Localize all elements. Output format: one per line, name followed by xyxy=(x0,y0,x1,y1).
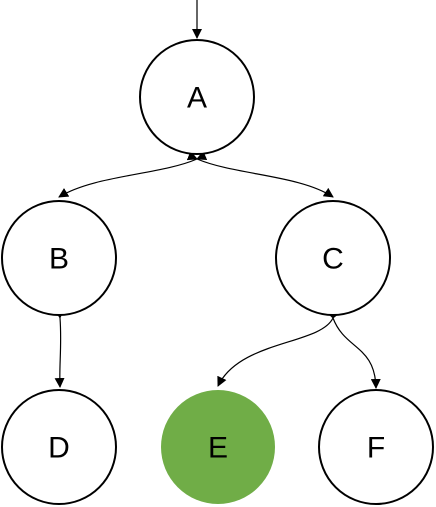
node-b-label: B xyxy=(49,243,69,276)
edge-c-e xyxy=(217,307,342,387)
node-b: B xyxy=(1,200,117,316)
node-d-label: D xyxy=(48,432,70,465)
node-e: E xyxy=(161,390,275,504)
node-f-label: F xyxy=(367,432,385,465)
node-e-label: E xyxy=(208,432,228,465)
edge-a-b xyxy=(58,150,208,198)
node-f: F xyxy=(318,389,434,505)
edge-a-c xyxy=(186,150,334,198)
edge-b-d xyxy=(54,308,65,388)
edge-c-f xyxy=(325,307,381,389)
node-c: C xyxy=(275,200,391,316)
node-a: A xyxy=(139,39,255,155)
node-c-label: C xyxy=(322,243,344,276)
node-a-label: A xyxy=(187,82,207,115)
node-d: D xyxy=(1,389,117,505)
